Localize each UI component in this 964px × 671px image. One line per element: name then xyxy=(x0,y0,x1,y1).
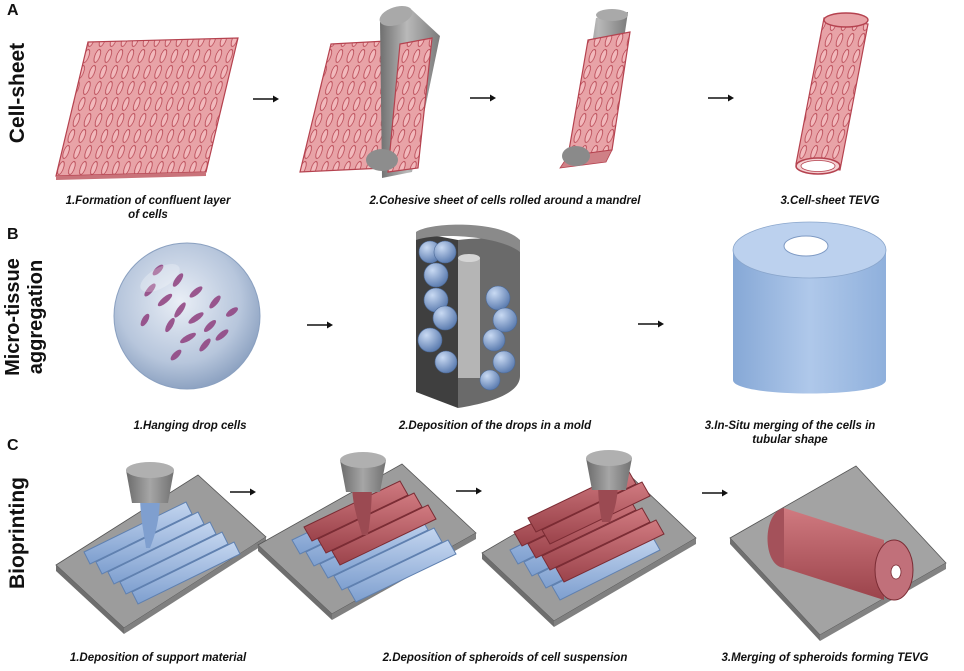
arrow-c3 xyxy=(702,489,728,497)
caption-a2: 2.Cohesive sheet of cells rolled around … xyxy=(369,195,641,207)
arrow-a1 xyxy=(253,95,279,103)
arrow-b1 xyxy=(307,321,333,329)
caption-a3: 3.Cell-sheet TEVG xyxy=(780,195,880,207)
cell-sheet-rolling xyxy=(299,5,440,178)
caption-b2: 2.Deposition of the drops in a mold xyxy=(398,420,592,432)
panel-letter-b: B xyxy=(7,226,19,243)
panel-letter-c: C xyxy=(7,437,19,454)
arrow-a3 xyxy=(708,94,734,102)
cylindrical-mold xyxy=(416,224,520,408)
arrow-b2 xyxy=(638,320,664,328)
cell-sheet-tube xyxy=(795,12,869,175)
caption-b1: 1.Hanging drop cells xyxy=(133,420,247,432)
caption-c1: 1.Deposition of support material xyxy=(69,652,247,664)
caption-b3: 3.In-Situ merging of the cells in tubula… xyxy=(704,420,876,446)
printed-tevg xyxy=(729,465,947,641)
caption-c3: 3.Merging of spheroids forming TEVG xyxy=(721,652,929,664)
caption-a1: 1.Formation of confluent layer of cells xyxy=(65,195,231,221)
panel-letter-a: A xyxy=(7,2,19,19)
tubular-construct xyxy=(732,221,887,394)
cell-sheet-flat xyxy=(55,37,239,180)
arrow-c1 xyxy=(230,488,256,496)
printing-support-only xyxy=(55,462,267,634)
arrow-a2 xyxy=(470,94,496,102)
mandrel-partially-wrapped xyxy=(559,9,631,169)
caption-c2: 2.Deposition of spheroids of cell suspen… xyxy=(382,652,628,664)
printing-spheroids-layer xyxy=(257,452,477,620)
arrow-c2 xyxy=(456,487,482,495)
hanging-drop-sphere xyxy=(113,242,261,390)
printing-stacked-layers xyxy=(481,450,697,627)
